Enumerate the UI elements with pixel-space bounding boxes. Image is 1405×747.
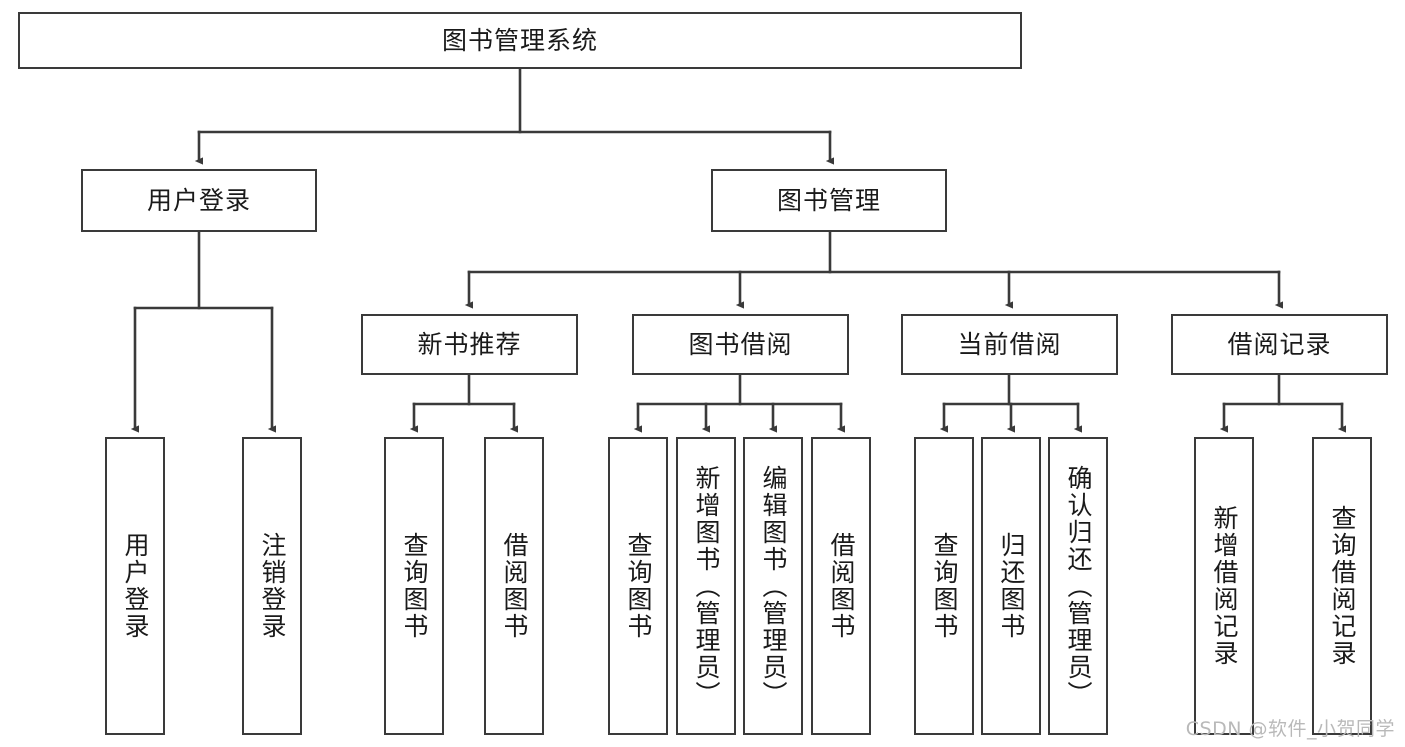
leaf-book-borrow-borrow-book[interactable]: 借阅图书 (811, 437, 871, 735)
node-label: 借阅图书 (827, 532, 856, 640)
node-label: 图书借阅 (688, 329, 793, 359)
leaf-current-borrow-confirm-return-admin[interactable]: 确认归还（管理员） (1048, 437, 1108, 735)
node-label: 用户登录 (146, 185, 251, 215)
node-label: 查询借阅记录 (1328, 505, 1357, 667)
leaf-user-login-login[interactable]: 用户登录 (105, 437, 165, 735)
node-label: 确认归还（管理员） (1064, 464, 1093, 708)
node-label: 图书管理系统 (441, 25, 598, 55)
node-label: 查询图书 (624, 532, 653, 640)
node-borrow-record[interactable]: 借阅记录 (1171, 314, 1388, 375)
node-label: 新书推荐 (417, 329, 522, 359)
node-label: 查询图书 (400, 532, 429, 640)
node-label: 归还图书 (997, 532, 1026, 640)
csdn-watermark: CSDN @软件_小贺同学 (1185, 718, 1395, 740)
node-label: 用户登录 (121, 532, 150, 640)
node-label: 新增图书（管理员） (692, 464, 721, 708)
leaf-book-borrow-edit-book-admin[interactable]: 编辑图书（管理员） (743, 437, 803, 735)
leaf-new-book-query-book[interactable]: 查询图书 (384, 437, 444, 735)
leaf-current-borrow-return-book[interactable]: 归还图书 (981, 437, 1041, 735)
node-label: 借阅记录 (1227, 329, 1332, 359)
node-label: 编辑图书（管理员） (759, 464, 788, 708)
leaf-new-book-borrow-book[interactable]: 借阅图书 (484, 437, 544, 735)
node-label: 注销登录 (258, 532, 287, 640)
node-root-book-management-system[interactable]: 图书管理系统 (18, 12, 1022, 69)
leaf-borrow-record-query-record[interactable]: 查询借阅记录 (1312, 437, 1372, 735)
node-book-management[interactable]: 图书管理 (711, 169, 947, 232)
node-book-borrow[interactable]: 图书借阅 (632, 314, 849, 375)
node-label: 新增借阅记录 (1210, 505, 1239, 667)
node-label: 查询图书 (930, 532, 959, 640)
leaf-current-borrow-query-book[interactable]: 查询图书 (914, 437, 974, 735)
leaf-borrow-record-add-record[interactable]: 新增借阅记录 (1194, 437, 1254, 735)
node-current-borrow[interactable]: 当前借阅 (901, 314, 1118, 375)
leaf-user-login-logout[interactable]: 注销登录 (242, 437, 302, 735)
node-user-login[interactable]: 用户登录 (81, 169, 317, 232)
node-new-book-recommend[interactable]: 新书推荐 (361, 314, 578, 375)
leaf-book-borrow-add-book-admin[interactable]: 新增图书（管理员） (676, 437, 736, 735)
node-label: 借阅图书 (500, 532, 529, 640)
leaf-book-borrow-query-book[interactable]: 查询图书 (608, 437, 668, 735)
node-label: 图书管理 (776, 185, 881, 215)
node-label: 当前借阅 (957, 329, 1062, 359)
